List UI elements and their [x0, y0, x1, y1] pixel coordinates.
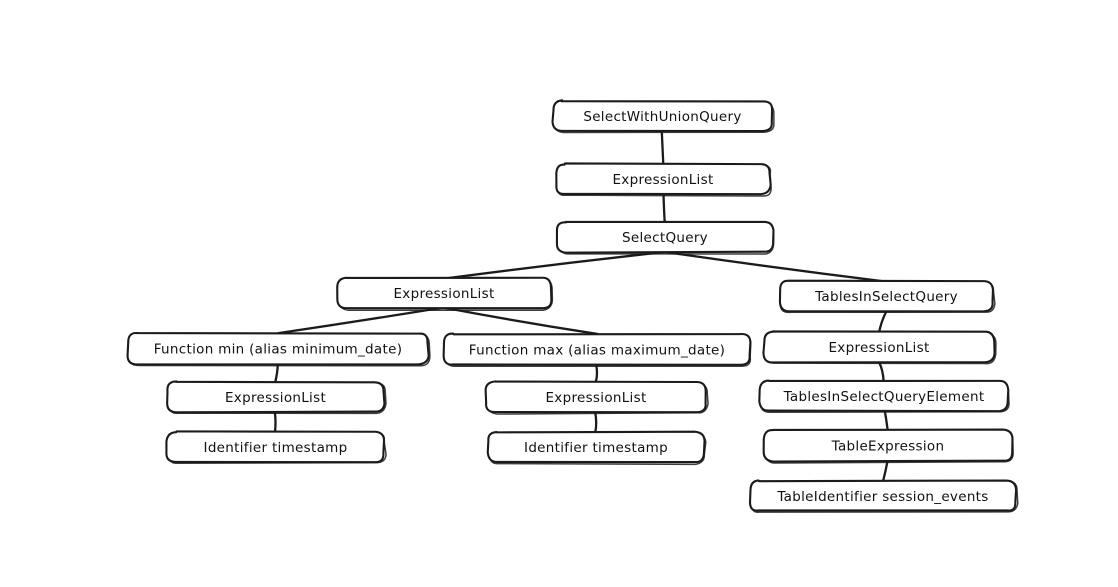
tree-edge: [877, 310, 888, 334]
node-box[interactable]: [555, 220, 775, 254]
node-box[interactable]: [778, 279, 995, 313]
tree-node[interactable]: Identifier timestamp: [165, 430, 387, 464]
tree-node[interactable]: SelectQuery: [555, 220, 775, 255]
tree-edge: [277, 306, 445, 335]
tree-node[interactable]: TablesInSelectQueryElement: [758, 379, 1010, 414]
node-box[interactable]: [442, 332, 752, 366]
tree-edge: [594, 364, 599, 384]
node-box[interactable]: [551, 99, 774, 133]
tree-node[interactable]: ExpressionList: [762, 330, 997, 365]
tree-node[interactable]: ExpressionList: [166, 380, 387, 415]
node-box[interactable]: [758, 379, 1010, 413]
tree-node[interactable]: TableExpression: [762, 428, 1014, 464]
tree-edge: [882, 459, 889, 482]
tree-edge: [883, 409, 889, 431]
tree-edge: [594, 410, 598, 433]
tree-node[interactable]: ExpressionList: [336, 276, 554, 312]
tree-edge: [274, 363, 279, 384]
tree-node[interactable]: Function min (alias minimum_date): [126, 331, 431, 367]
node-box[interactable]: [126, 331, 430, 366]
tree-edge: [877, 361, 885, 383]
tree-node[interactable]: ExpressionList: [484, 380, 709, 415]
node-box[interactable]: [762, 330, 996, 364]
tree-edge: [442, 250, 666, 280]
tree-edge: [662, 193, 666, 224]
tree-node[interactable]: SelectWithUnionQuery: [551, 99, 775, 134]
tree-node[interactable]: Function max (alias maximum_date): [442, 332, 752, 368]
tree-node[interactable]: TablesInSelectQuery: [778, 279, 996, 314]
node-box[interactable]: [555, 162, 772, 196]
node-box[interactable]: [166, 380, 386, 414]
node-box[interactable]: [484, 380, 707, 414]
node-box[interactable]: [762, 428, 1014, 463]
tree-edge: [273, 410, 277, 434]
node-box[interactable]: [165, 430, 386, 464]
node-box[interactable]: [748, 479, 1018, 512]
tree-edge: [664, 250, 888, 283]
node-layer: SelectWithUnionQueryExpressionListSelect…: [126, 99, 1019, 514]
tree-edge: [660, 130, 665, 165]
node-box[interactable]: [336, 276, 553, 310]
tree-node[interactable]: TableIdentifier session_events: [748, 479, 1019, 514]
tree-edge: [442, 306, 599, 336]
tree-node[interactable]: Identifier timestamp: [486, 430, 707, 466]
node-box[interactable]: [486, 430, 706, 464]
tree-node[interactable]: ExpressionList: [555, 162, 772, 197]
